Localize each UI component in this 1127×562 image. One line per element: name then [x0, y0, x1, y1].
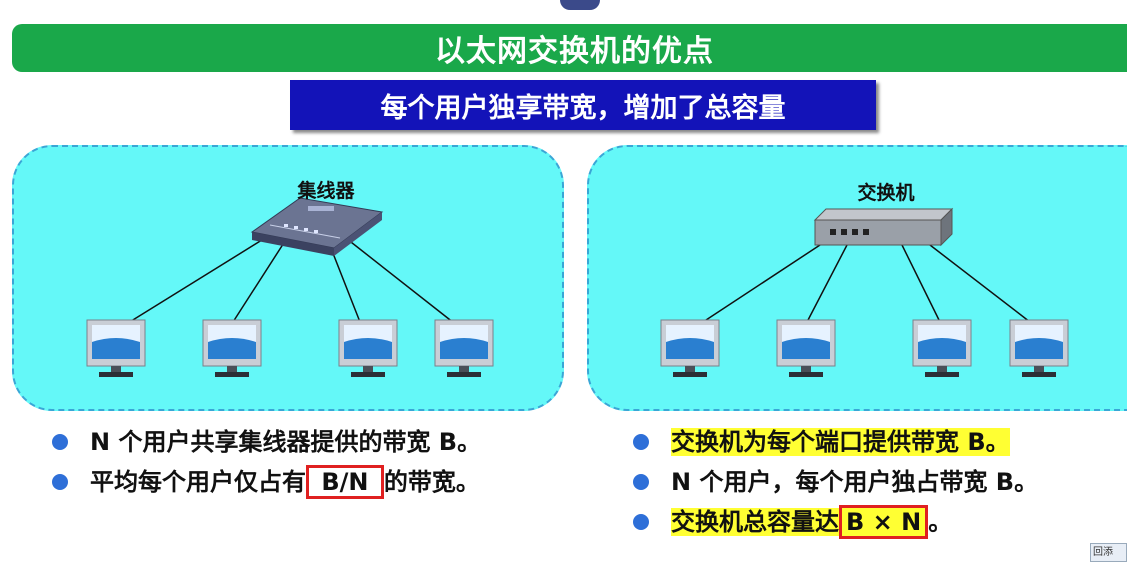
subtitle-box: 每个用户独享带宽，增加了总容量	[290, 80, 876, 130]
hub-bullet-2-after: 的带宽。	[383, 468, 480, 496]
bullet-icon	[633, 434, 649, 450]
bullet-icon	[52, 474, 68, 490]
subtitle-text: 每个用户独享带宽，增加了总容量	[380, 92, 786, 124]
switch-bullet-2-text: N 个用户，每个用户独占带宽 B。	[671, 468, 1039, 496]
switch-bullet-3-before: 交换机总容量达	[671, 508, 839, 536]
hub-network-area	[12, 145, 564, 411]
total-capacity-box: B × N	[839, 505, 929, 539]
list-item: 交换机为每个端口提供带宽 B。	[633, 422, 1038, 462]
switch-bullet-list: 交换机为每个端口提供带宽 B。 N 个用户，每个用户独占带宽 B。 交换机总容量…	[633, 422, 1038, 542]
corner-widget[interactable]: 回添	[1090, 543, 1127, 562]
list-item: N 个用户，每个用户独占带宽 B。	[633, 462, 1038, 502]
hub-label: 集线器	[297, 180, 355, 202]
list-item: 平均每个用户仅占有 B/N 的带宽。	[52, 462, 481, 502]
hub-bullet-2-before: 平均每个用户仅占有	[90, 468, 306, 496]
hub-bullet-1-text: N 个用户共享集线器提供的带宽 B。	[90, 428, 482, 456]
switch-bullet-1-text: 交换机为每个端口提供带宽 B。	[671, 428, 1010, 456]
bandwidth-share-box: B/N	[306, 465, 384, 499]
bullet-icon	[633, 474, 649, 490]
hub-bullet-list: N 个用户共享集线器提供的带宽 B。 平均每个用户仅占有 B/N 的带宽。	[52, 422, 481, 502]
page-title: 以太网交换机的优点	[435, 34, 714, 69]
corner-widget-text: 回添	[1093, 547, 1113, 558]
bullet-icon	[52, 434, 68, 450]
title-bar: 以太网交换机的优点	[12, 24, 1127, 72]
switch-bullet-3-after: 。	[928, 508, 953, 536]
list-item: N 个用户共享集线器提供的带宽 B。	[52, 422, 481, 462]
switch-label: 交换机	[857, 182, 915, 204]
logo-fragment	[560, 0, 600, 10]
bullet-icon	[633, 514, 649, 530]
